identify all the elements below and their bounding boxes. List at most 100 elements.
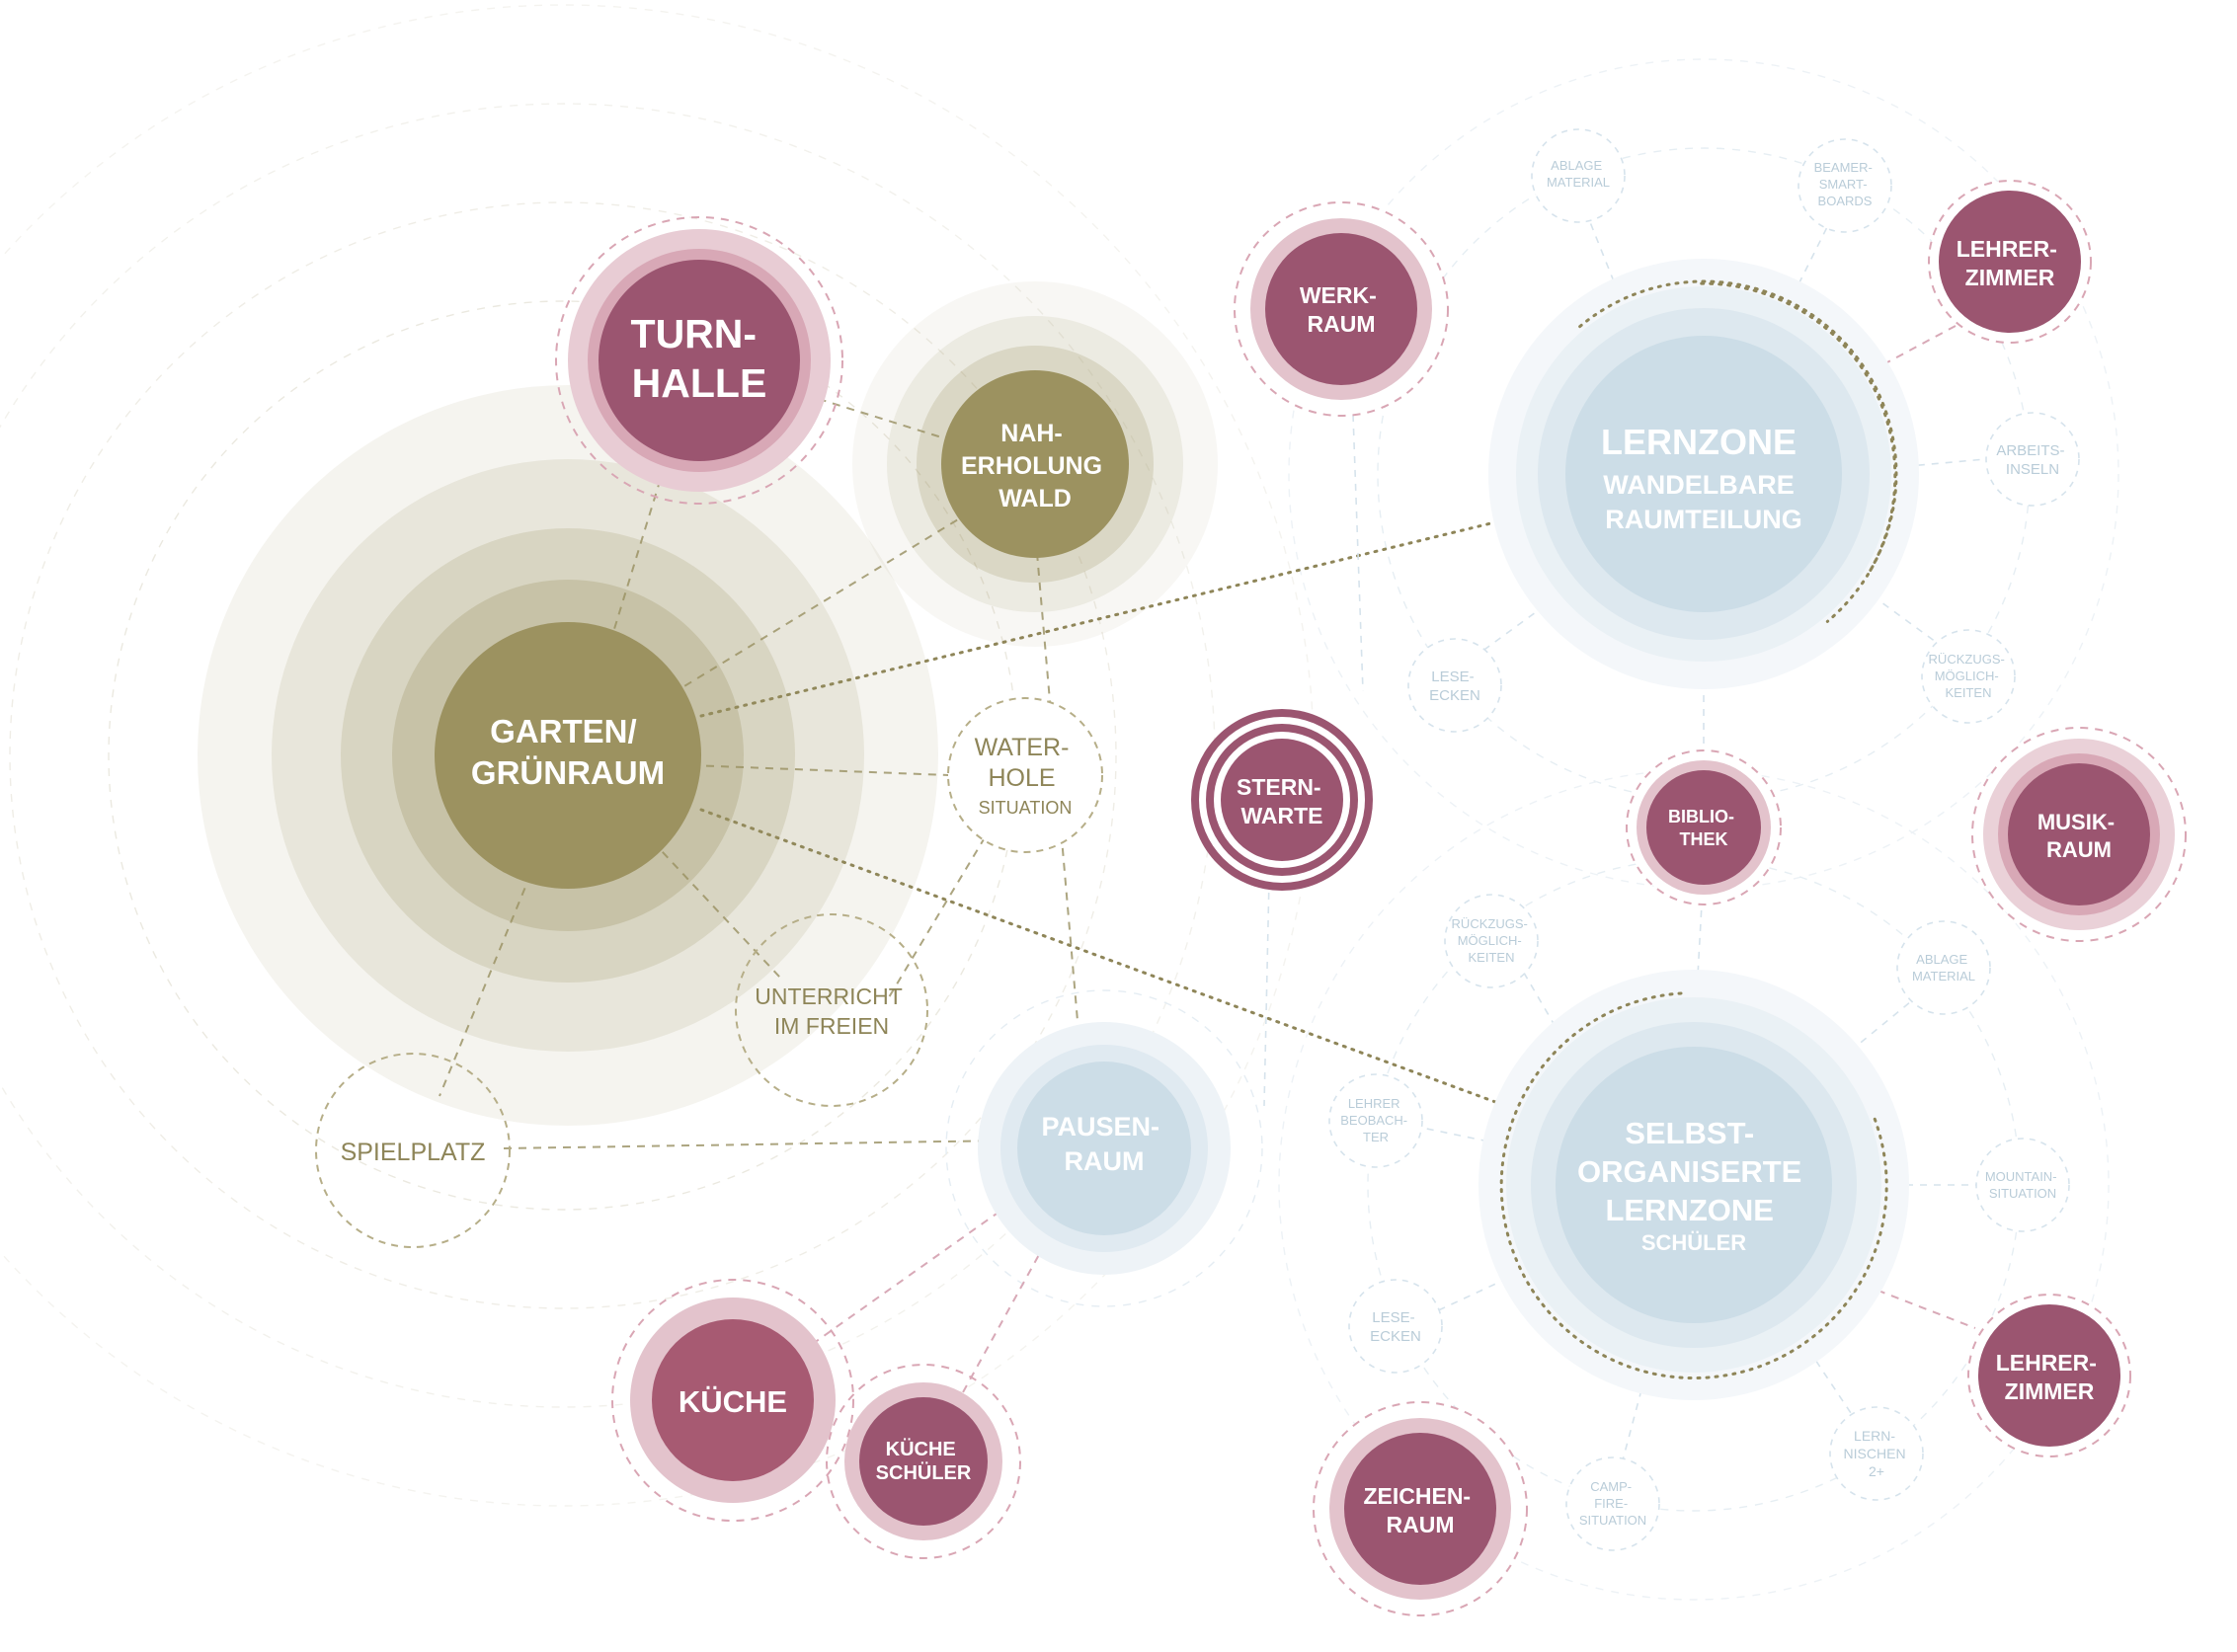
- sat-lernnischen-l3: 2+: [1869, 1463, 1884, 1479]
- turnhalle-line-1: TURN-: [631, 311, 758, 356]
- waterhole-line-1: WATER-: [975, 734, 1070, 761]
- sat-campfire-outline: [1565, 1456, 1660, 1551]
- werkraum-core: [1265, 233, 1417, 385]
- sat-beamer-outline: [1798, 138, 1892, 233]
- sat-rueckzug-bottom-l2: MÖGLICH-: [1458, 933, 1522, 948]
- sat-beamer[interactable]: BEAMER- SMART- BOARDS: [1798, 138, 1892, 233]
- sat-campfire[interactable]: CAMP- FIRE- SITUATION: [1565, 1456, 1660, 1551]
- node-pausenraum[interactable]: PAUSEN- RAUM: [978, 1022, 1231, 1275]
- node-sternwarte[interactable]: STERN- WARTE: [1191, 709, 1373, 891]
- link-lernzone-rueckzug: [1826, 562, 1937, 643]
- selbst-dotted-arc: [1499, 991, 1888, 1379]
- sat-campfire-l3: SITUATION: [1579, 1513, 1646, 1528]
- sat-rueckzug-bottom[interactable]: RÜCKZUGS- MÖGLICH- KEITEN: [1444, 894, 1539, 988]
- node-kueche-schueler[interactable]: KÜCHE SCHÜLER: [826, 1364, 1021, 1559]
- sat-rueckzug-top-l1: RÜCKZUGS-: [1929, 652, 2005, 667]
- sat-ablage-top-l2: MATERIAL: [1547, 175, 1610, 190]
- lehrer-bottom-core: [1978, 1304, 2120, 1447]
- sat-mountain-label: MOUNTAIN- SITUATION: [1985, 1169, 2060, 1201]
- sat-leseecken-top-outline: [1407, 638, 1502, 733]
- naher-line-3: WALD: [999, 485, 1072, 512]
- node-naherholung[interactable]: NAH- ERHOLUNG WALD: [852, 281, 1218, 647]
- link-lernzone-lese: [1480, 572, 1591, 653]
- sat-leseecken-top-l1: LESE-: [1431, 669, 1474, 685]
- sat-campfire-label: CAMP- FIRE- SITUATION: [1579, 1479, 1646, 1528]
- node-lehrerzimmer-top[interactable]: LEHRER- ZIMMER: [1928, 180, 2092, 344]
- sat-lernnischen[interactable]: LERN- NISCHEN 2+: [1829, 1406, 1924, 1501]
- kueche-schueler-dash-ring: [826, 1364, 1021, 1559]
- link-selbst-ablage: [1806, 996, 1917, 1087]
- selbst-line-2: ORGANISERTE: [1577, 1154, 1801, 1189]
- sat-beamer-label: BEAMER- SMART- BOARDS: [1814, 160, 1877, 208]
- unterricht-line-2: IM FREIEN: [774, 1013, 889, 1039]
- spielplatz-outline: [315, 1053, 511, 1248]
- biblio-core: [1646, 770, 1761, 885]
- sat-leseecken-top-label: LESE- ECKEN: [1429, 669, 1480, 704]
- node-spielplatz[interactable]: SPIELPLATZ: [315, 1053, 511, 1248]
- lehrer-bottom-line-2: ZIMMER: [2005, 1378, 2095, 1404]
- node-lernzone[interactable]: LERNZONE WANDELBARE RAUMTEILUNG: [1488, 202, 1975, 689]
- sat-ablage-top-l1: ABLAGE: [1551, 158, 1602, 173]
- sternwarte-label: STERN- WARTE: [1237, 774, 1327, 828]
- sat-arbeitsinseln-label: ARBEITS- INSELN: [1996, 442, 2068, 478]
- node-turnhalle[interactable]: TURN- HALLE: [555, 216, 843, 505]
- node-zeichenraum[interactable]: ZEICHEN- RAUM: [1313, 1401, 1528, 1616]
- node-bibliothek[interactable]: BIBLIO- THEK: [1626, 749, 1782, 905]
- unterricht-outline: [735, 913, 928, 1107]
- lehrer-bottom-label: LEHRER- ZIMMER: [1996, 1350, 2104, 1404]
- sat-beamer-l3: BOARDS: [1818, 194, 1873, 208]
- garten-core: [435, 622, 701, 889]
- link-selbst-lese: [1431, 1248, 1571, 1314]
- node-garten[interactable]: GARTEN/ GRÜNRAUM: [198, 385, 938, 1126]
- link-selbst-campfire: [1619, 1322, 1660, 1472]
- sat-rueckzug-bottom-label: RÜCKZUGS- MÖGLICH- KEITEN: [1452, 916, 1532, 965]
- node-musikraum[interactable]: MUSIK- RAUM: [1971, 727, 2187, 942]
- sat-rueckzug-top[interactable]: RÜCKZUGS- MÖGLICH- KEITEN: [1921, 629, 2016, 724]
- sat-beamer-l2: SMART-: [1819, 177, 1868, 192]
- sat-leseecken-bottom[interactable]: LESE- ECKEN: [1348, 1279, 1443, 1374]
- orbit-pausen: [945, 989, 1263, 1307]
- pausen-line-1: PAUSEN-: [1041, 1112, 1159, 1141]
- node-kueche[interactable]: KÜCHE: [611, 1279, 854, 1522]
- selbst-line-3: LERNZONE: [1605, 1193, 1774, 1227]
- sat-ablage-bottom-outline: [1896, 920, 1991, 1015]
- sat-leseecken-top-l2: ECKEN: [1429, 687, 1480, 704]
- node-waterhole[interactable]: WATER- HOLE SITUATION: [947, 697, 1103, 853]
- node-lehrerzimmer-bottom[interactable]: LEHRER- ZIMMER: [1967, 1294, 2131, 1457]
- lernzone-label: LERNZONE WANDELBARE RAUMTEILUNG: [1601, 422, 1806, 534]
- kueche-label: KÜCHE: [679, 1384, 787, 1419]
- sat-leseecken-bottom-l2: ECKEN: [1370, 1328, 1421, 1345]
- link-turnhalle-naherholung: [789, 389, 949, 440]
- sat-lehrer-beob-label: LEHRER BEOBACH- TER: [1340, 1096, 1411, 1144]
- kueche-line-1: KÜCHE: [679, 1384, 787, 1419]
- sat-ablage-top-outline: [1531, 128, 1626, 223]
- pausen-core: [1017, 1062, 1191, 1235]
- sat-mountain[interactable]: MOUNTAIN- SITUATION: [1975, 1138, 2070, 1232]
- sat-rueckzug-bottom-l1: RÜCKZUGS-: [1452, 916, 1528, 931]
- node-selbst[interactable]: SELBST- ORGANISERTE LERNZONE SCHÜLER: [1447, 939, 1941, 1433]
- spielplatz-line-1: SPIELPLATZ: [341, 1139, 486, 1166]
- lehrer-top-line-2: ZIMMER: [1965, 265, 2055, 290]
- selbst-line-4: SCHÜLER: [1641, 1230, 1746, 1255]
- sat-lehrer-beob-l3: TER: [1363, 1130, 1389, 1144]
- waterhole-label: WATER- HOLE SITUATION: [975, 734, 1077, 818]
- waterhole-outline: [947, 697, 1103, 853]
- sat-ablage-top[interactable]: ABLAGE MATERIAL: [1531, 128, 1626, 223]
- musik-line-1: MUSIK-: [2037, 810, 2115, 834]
- sat-arbeitsinseln-outline: [1985, 412, 2080, 507]
- sat-lernnischen-l1: LERN-: [1854, 1428, 1895, 1444]
- sat-ablage-bottom[interactable]: ABLAGE MATERIAL: [1896, 920, 1991, 1015]
- sat-lehrer-beob[interactable]: LEHRER BEOBACH- TER: [1328, 1073, 1423, 1168]
- link-garten-lernzone: [699, 516, 1513, 718]
- lernzone-dotted-arc: [1578, 279, 1898, 623]
- sat-leseecken-top[interactable]: LESE- ECKEN: [1407, 638, 1502, 733]
- sat-ablage-bottom-l1: ABLAGE: [1916, 952, 1967, 967]
- sat-arbeitsinseln[interactable]: ARBEITS- INSELN: [1985, 412, 2080, 507]
- sat-mountain-l2: SITUATION: [1989, 1186, 2056, 1201]
- node-unterricht[interactable]: UNTERRICHT IM FREIEN: [735, 913, 928, 1107]
- link-lernzone-beamer: [1767, 206, 1838, 347]
- werkraum-line-2: RAUM: [1308, 311, 1376, 337]
- node-werkraum[interactable]: WERK- RAUM: [1234, 201, 1449, 417]
- kueche-dash-ring: [611, 1279, 854, 1522]
- sat-rueckzug-bottom-outline: [1444, 894, 1539, 988]
